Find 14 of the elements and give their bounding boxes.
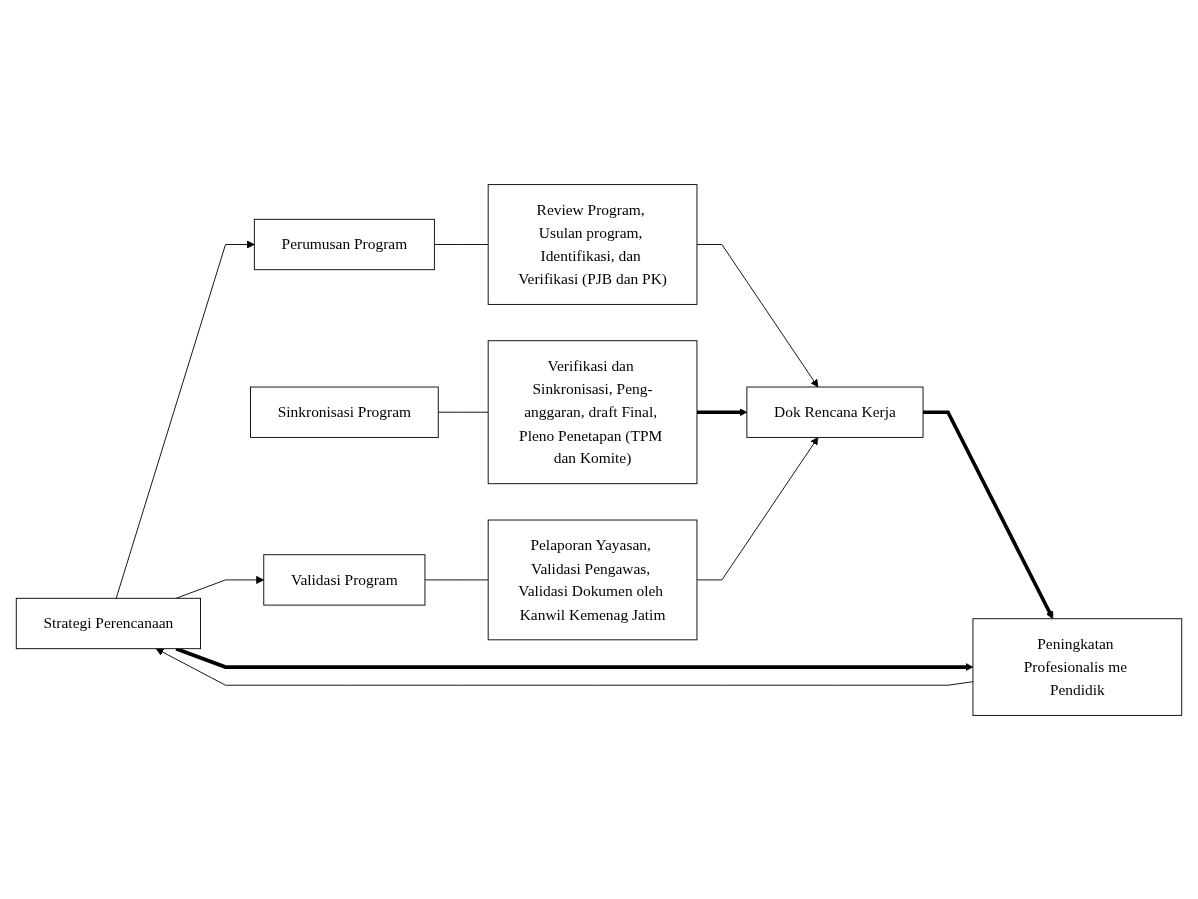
node-box: Peningkatan Profesionalis me Pendidik xyxy=(972,617,1183,716)
node-box: Review Program, Usulan program, Identifikasi, dan Verifikasi (PJB dan PK) xyxy=(487,183,698,305)
node-box: Pelaporan Yayasan, Validasi Pengawas, Validasi Dokumen oleh Kanwil Kemenag Jatim xyxy=(487,519,698,640)
node-box: Dok Rencana Kerja xyxy=(746,386,924,438)
connector xyxy=(424,578,489,580)
node-box: Perumusan Program xyxy=(253,218,435,270)
node-box: Sinkronisasi Program xyxy=(250,386,439,438)
node-box: Strategi Perencanaan xyxy=(15,597,201,649)
node-box: Validasi Program xyxy=(263,553,426,606)
arrow xyxy=(696,407,748,416)
connector xyxy=(437,411,489,413)
node-box: Verifikasi dan Sinkronisasi, Peng-anggaran, draft Final, Pleno Penetapan (TPM dan Komite) xyxy=(487,339,698,484)
arrow xyxy=(923,409,1054,619)
connector xyxy=(433,243,489,245)
